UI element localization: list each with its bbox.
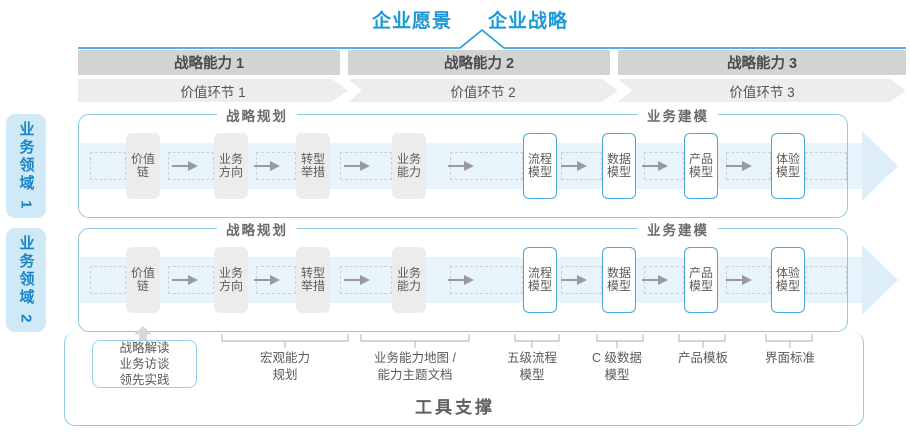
capability-bar-1[interactable]: 战略能力 1 — [78, 50, 340, 75]
tool-label: 业务能力地图 / 能力主题文档 — [374, 351, 456, 382]
flow-arrow-icon — [344, 161, 370, 171]
flow-arrow-icon — [172, 161, 198, 171]
flow-arrow-icon — [254, 161, 280, 171]
tool-label: 宏观能力 规划 — [259, 351, 310, 382]
tool-bracket — [678, 334, 726, 348]
process-node[interactable]: 体验模型 — [771, 247, 805, 313]
domain-tab-1[interactable]: 业务领域 1 — [6, 114, 46, 218]
row-1-container — [78, 114, 848, 218]
process-node[interactable]: 价值链 — [126, 133, 160, 199]
flow-arrow-icon — [448, 275, 474, 285]
top-connector-line — [78, 28, 906, 49]
tool-bracket — [765, 334, 813, 348]
process-node[interactable]: 转型举措 — [296, 247, 330, 313]
row-2-container — [78, 228, 848, 332]
flow-band-arrowhead — [862, 131, 898, 201]
tool-bracket — [596, 334, 644, 348]
section-title-1-1: 战略规划 — [217, 105, 297, 125]
process-node[interactable]: 产品模型 — [684, 247, 718, 313]
flow-arrow-icon — [344, 275, 370, 285]
process-node[interactable]: 业务方向 — [214, 247, 248, 313]
tool-support-container — [64, 332, 864, 426]
process-node[interactable]: 数据模型 — [602, 247, 636, 313]
tool-label: 产品模板 — [677, 351, 728, 365]
flow-arrow-icon — [254, 275, 280, 285]
process-node[interactable]: 流程模型 — [523, 133, 557, 199]
value-chain-bar-3[interactable]: 价值环节 3 — [618, 79, 906, 102]
tool-support-title: 工具支撑 — [415, 398, 495, 417]
tool-bracket — [221, 334, 349, 348]
tool-label: 五级流程 模型 — [506, 351, 557, 382]
tool-bracket — [514, 334, 560, 348]
placeholder-box — [805, 266, 847, 294]
section-title-2-2: 业务建模 — [638, 219, 718, 239]
flow-arrow-icon — [448, 161, 474, 171]
placeholder-box — [340, 266, 392, 294]
capability-bar-3[interactable]: 战略能力 3 — [618, 50, 906, 75]
placeholder-box — [90, 152, 126, 180]
process-node[interactable]: 产品模型 — [684, 133, 718, 199]
flow-band-arrowhead — [862, 245, 898, 315]
placeholder-box — [168, 266, 214, 294]
process-node[interactable]: 业务能力 — [392, 247, 426, 313]
flow-arrow-icon — [726, 161, 752, 171]
placeholder-box — [168, 152, 214, 180]
process-node[interactable]: 价值链 — [126, 247, 160, 313]
flow-arrow-icon — [172, 275, 198, 285]
process-node[interactable]: 数据模型 — [602, 133, 636, 199]
enterprise-vision-title: 企业愿景 — [372, 11, 453, 32]
flow-arrow-icon — [642, 275, 668, 285]
flow-arrow-icon — [726, 275, 752, 285]
tool-bracket — [360, 334, 470, 348]
placeholder-box — [340, 152, 392, 180]
domain-tab-label: 业务领域 2 — [17, 234, 35, 326]
capability-bar-2[interactable]: 战略能力 2 — [348, 50, 610, 75]
tool-label: 界面标准 — [764, 351, 815, 365]
flow-arrow-icon — [561, 161, 587, 171]
process-node[interactable]: 转型举措 — [296, 133, 330, 199]
value-chain-bar-1[interactable]: 价值环节 1 — [78, 79, 348, 102]
tool-label: C 级数据 模型 — [591, 351, 642, 382]
tool-first-box[interactable]: 战略解读 业务访谈 领先实践 — [92, 340, 197, 388]
value-chain-bar-2[interactable]: 价值环节 2 — [348, 79, 618, 102]
process-node[interactable]: 体验模型 — [771, 133, 805, 199]
section-title-2-1: 战略规划 — [217, 219, 297, 239]
flow-arrow-icon — [642, 161, 668, 171]
process-node[interactable]: 业务能力 — [392, 133, 426, 199]
process-node[interactable]: 业务方向 — [214, 133, 248, 199]
flow-arrow-icon — [561, 275, 587, 285]
placeholder-box — [90, 266, 126, 294]
placeholder-box — [805, 152, 847, 180]
domain-tab-label: 业务领域 1 — [17, 120, 35, 212]
process-node[interactable]: 流程模型 — [523, 247, 557, 313]
enterprise-strategy-title: 企业战略 — [488, 11, 569, 32]
section-title-1-2: 业务建模 — [638, 105, 718, 125]
domain-tab-2[interactable]: 业务领域 2 — [6, 228, 46, 332]
